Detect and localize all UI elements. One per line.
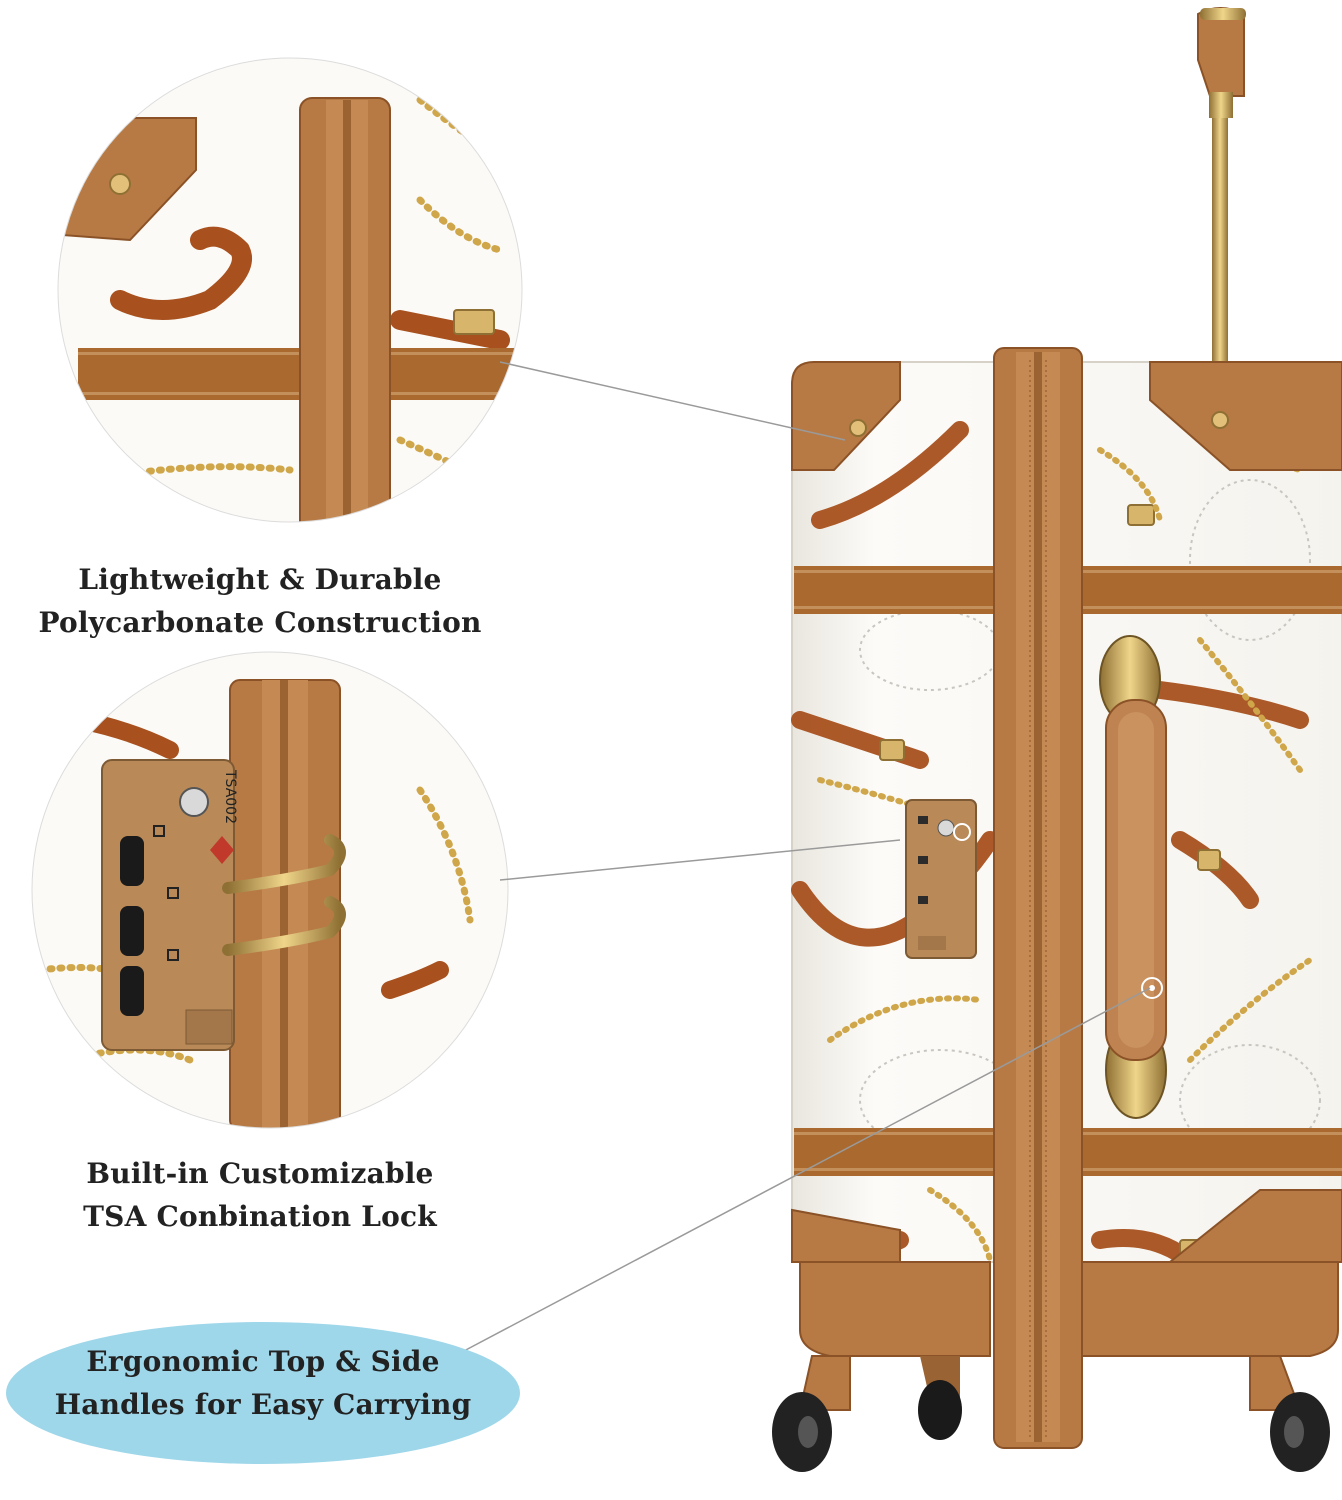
callout-2-line-2: TSA Conbination Lock (83, 1200, 437, 1233)
handle-badge (6, 1322, 520, 1464)
callout-polycarbonate-construction: Lightweight & Durable Polycarbonate Cons… (20, 558, 500, 644)
callout-2-line-1: Built-in Customizable (86, 1157, 434, 1190)
callout-ergonomic-handles: Ergonomic Top & Side Handles for Easy Ca… (6, 1340, 520, 1426)
callout-pointer-lines (461, 361, 1151, 1353)
corner-detail-inset (57, 57, 523, 523)
side-handle (1099, 635, 1167, 1119)
spinner-wheels (772, 1355, 1330, 1472)
tsa-lock-inset: TSA002 (31, 651, 509, 1129)
callout-3-line-1: Ergonomic Top & Side (86, 1345, 440, 1378)
callout-1-line-1: Lightweight & Durable (78, 563, 442, 596)
callout-1-line-2: Polycarbonate Construction (38, 606, 482, 639)
telescoping-handle (1104, 7, 1246, 390)
callout-3-line-2: Handles for Easy Carrying (54, 1388, 472, 1421)
lock-model-label: TSA002 (222, 769, 238, 824)
tsa-lock-small (905, 799, 1044, 959)
callout-tsa-lock: Built-in Customizable TSA Conbination Lo… (20, 1152, 500, 1238)
suitcase-body (772, 347, 1342, 1472)
